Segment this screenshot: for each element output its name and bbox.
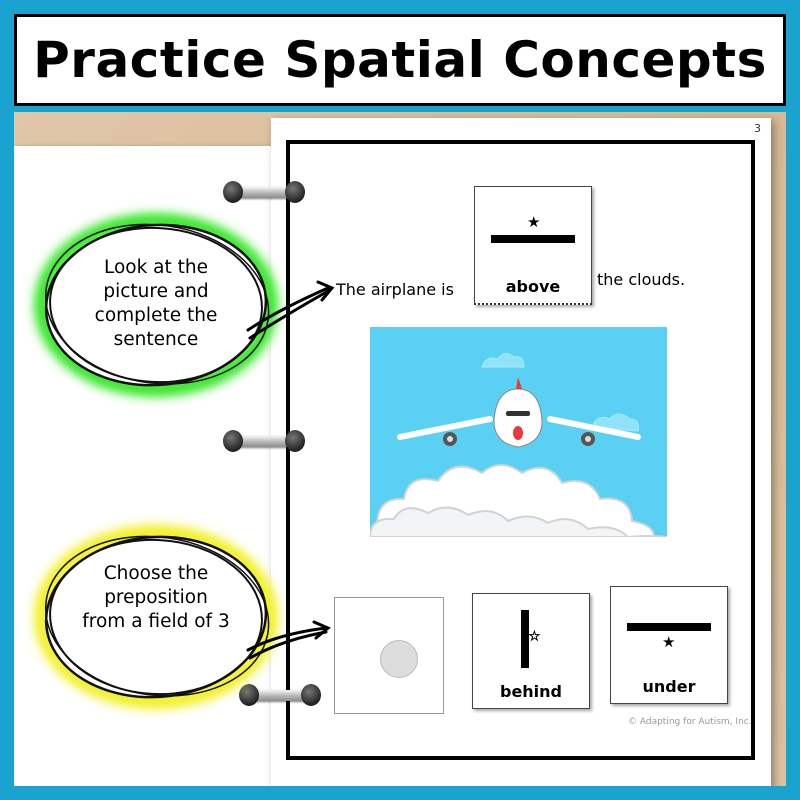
title-banner: Practice Spatial Concepts [14, 14, 786, 106]
callout-bubble-2: Choose the preposition from a field of 3 [40, 530, 272, 704]
binder-ring-icon [239, 684, 321, 706]
arrow-icon [246, 620, 331, 660]
arrow-icon [246, 280, 335, 340]
callout-ring-2 [34, 525, 278, 709]
empty-slot-dot [380, 640, 418, 678]
choice-card-behind[interactable]: ★ behind [472, 593, 590, 709]
binder-ring-icon [223, 181, 305, 203]
page-number: 3 [754, 122, 761, 135]
copyright-credit: © Adapting for Autism, Inc. [628, 717, 752, 727]
callout-text: Look at the picture and complete the sen… [94, 257, 218, 350]
star-icon: ★ [529, 629, 541, 643]
binder-ring-icon [223, 430, 305, 452]
empty-choice-slot[interactable] [334, 597, 444, 714]
callout-bubble-1: Look at the picture and complete the sen… [40, 218, 272, 392]
line-icon [627, 623, 711, 631]
star-icon: ★ [662, 633, 676, 651]
line-icon [521, 610, 529, 668]
airplane-scene [370, 353, 667, 537]
airplane-icon [397, 377, 641, 448]
cloud-bank [370, 464, 667, 537]
choice-label: behind [499, 682, 563, 701]
answer-card-above[interactable]: ★ above [474, 186, 592, 305]
worksheet-border [286, 140, 755, 760]
choice-card-under[interactable]: ★ under [610, 586, 728, 704]
cloud-icon [481, 353, 639, 432]
line-icon [491, 235, 575, 243]
scene-picture [370, 327, 667, 537]
star-icon: ★ [527, 213, 541, 231]
callout-text: Choose the preposition from a field of 3 [82, 563, 230, 632]
page-title: Practice Spatial Concepts [33, 31, 767, 89]
sentence-start: The airplane is [336, 280, 454, 299]
sentence-end: the clouds. [597, 270, 686, 289]
choice-label: under [642, 677, 696, 696]
answer-card-label: above [505, 277, 561, 296]
callout-ring-1 [34, 213, 278, 397]
